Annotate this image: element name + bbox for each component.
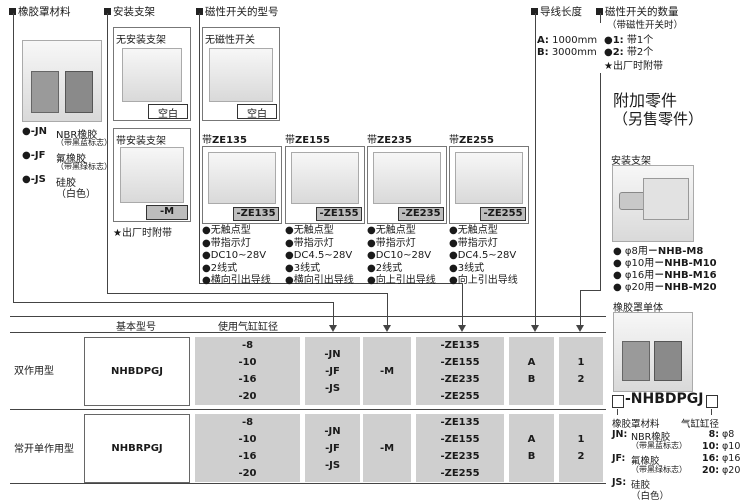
leader-line (617, 409, 618, 415)
bracket-none-tag: 空白 (148, 104, 188, 120)
lead-length-options: A: 1000mm B: 3000mm (537, 35, 598, 58)
arrow-down-icon (329, 325, 337, 332)
switch-none-tag: 空白 (237, 104, 277, 120)
leader-line (580, 290, 581, 327)
accessories-title: 附加零件 （另售零件） (613, 91, 704, 128)
cell-bracket: -M (363, 337, 411, 405)
material-jn: ●-JN NBR橡胶 （带黑蓝标志） (22, 126, 112, 147)
cell-bores: -8-10-16-20 (195, 414, 300, 482)
col-bore: 使用气缸缸径 (218, 322, 278, 333)
cover-model-code: -NHBDPGJ (612, 391, 744, 409)
material-code-box (612, 395, 624, 408)
bracket-note: ★出厂时附带 (113, 228, 172, 239)
accessory-cover-label: 橡胶罩单体 (613, 303, 663, 314)
leader-line (535, 13, 536, 327)
leader-line (199, 283, 462, 284)
cover-bore-list: 8: φ8 10: φ10 16: φ16 20: φ20 (701, 429, 741, 476)
header-switch-qty: 磁性开关的数量 (596, 4, 679, 19)
row-divider (10, 409, 606, 410)
leader-line (580, 290, 601, 291)
leader-line (13, 13, 14, 302)
bracket-none-panel: 无安装支架 空白 (113, 27, 191, 121)
leader-line (13, 302, 333, 303)
cell-switches: -ZE135-ZE155-ZE235-ZE255 (416, 337, 504, 405)
cell-bores: -8-10-16-20 (195, 337, 300, 405)
cover-material-label: 橡胶罩材料 (612, 419, 660, 430)
material-jf: ●-JF 氟橡胶 （带黑绿标志） (22, 150, 112, 171)
cell-covers: -JN-JF-JS (305, 337, 360, 405)
leader-line (199, 13, 200, 283)
accessory-bracket-photo (612, 165, 694, 242)
accessory-cover-photo (613, 312, 693, 392)
arrow-down-icon (458, 325, 466, 332)
header-bracket: 安装支架 (104, 4, 155, 19)
leader-line (387, 293, 388, 327)
bracket-with-tag: -M (146, 205, 188, 220)
switch-qty-options: ●1: 带1个 ●2: 带2个 ★出厂时附带 (604, 35, 663, 72)
table-header: 基本型号 使用气缸缸径 (10, 316, 606, 333)
cover-bore-label: 气缸缸径 (681, 419, 720, 430)
row-type-single: 常开单作用型 (14, 444, 74, 455)
material-js: ●-JS 硅胶 （白色） (22, 174, 96, 200)
leader-line (107, 13, 108, 293)
switch-none-panel: 无磁性开关 空白 (202, 27, 280, 121)
header-cover-material: 橡胶罩材料 (9, 4, 71, 19)
cell-model: NHBRPGJ (84, 414, 190, 483)
header-switch-qty-sub: （带磁性开关时） (607, 20, 684, 31)
col-basic-model: 基本型号 (116, 322, 156, 333)
accessory-bracket-list: ● φ8用－NHB-M8 ● φ10用－NHB-M10 ● φ16用－NHB-M… (613, 246, 717, 293)
cell-covers: -JN-JF-JS (305, 414, 360, 482)
arrow-down-icon (383, 325, 391, 332)
rubber-cover-photo (22, 40, 102, 122)
leader-line (333, 302, 334, 327)
header-switch-model: 磁性开关的型号 (196, 4, 279, 19)
arrow-down-icon (576, 325, 584, 332)
bracket-with-panel: 带安装支架 -M (113, 128, 191, 222)
header-lead-length: 导线长度 (531, 4, 582, 19)
cell-bracket: -M (363, 414, 411, 482)
bore-code-box (706, 395, 718, 408)
cell-switches: -ZE135-ZE155-ZE235-ZE255 (416, 414, 504, 482)
leader-line (711, 409, 712, 415)
leader-line (462, 283, 463, 327)
leader-line (107, 293, 387, 294)
row-type-double: 双作用型 (14, 366, 54, 377)
cell-model: NHBDPGJ (84, 337, 190, 406)
row-divider (10, 483, 606, 484)
arrow-down-icon (531, 325, 539, 332)
leader-line (600, 13, 601, 23)
leader-line (600, 73, 601, 290)
accessory-bracket-label: 安装支架 (611, 156, 651, 167)
